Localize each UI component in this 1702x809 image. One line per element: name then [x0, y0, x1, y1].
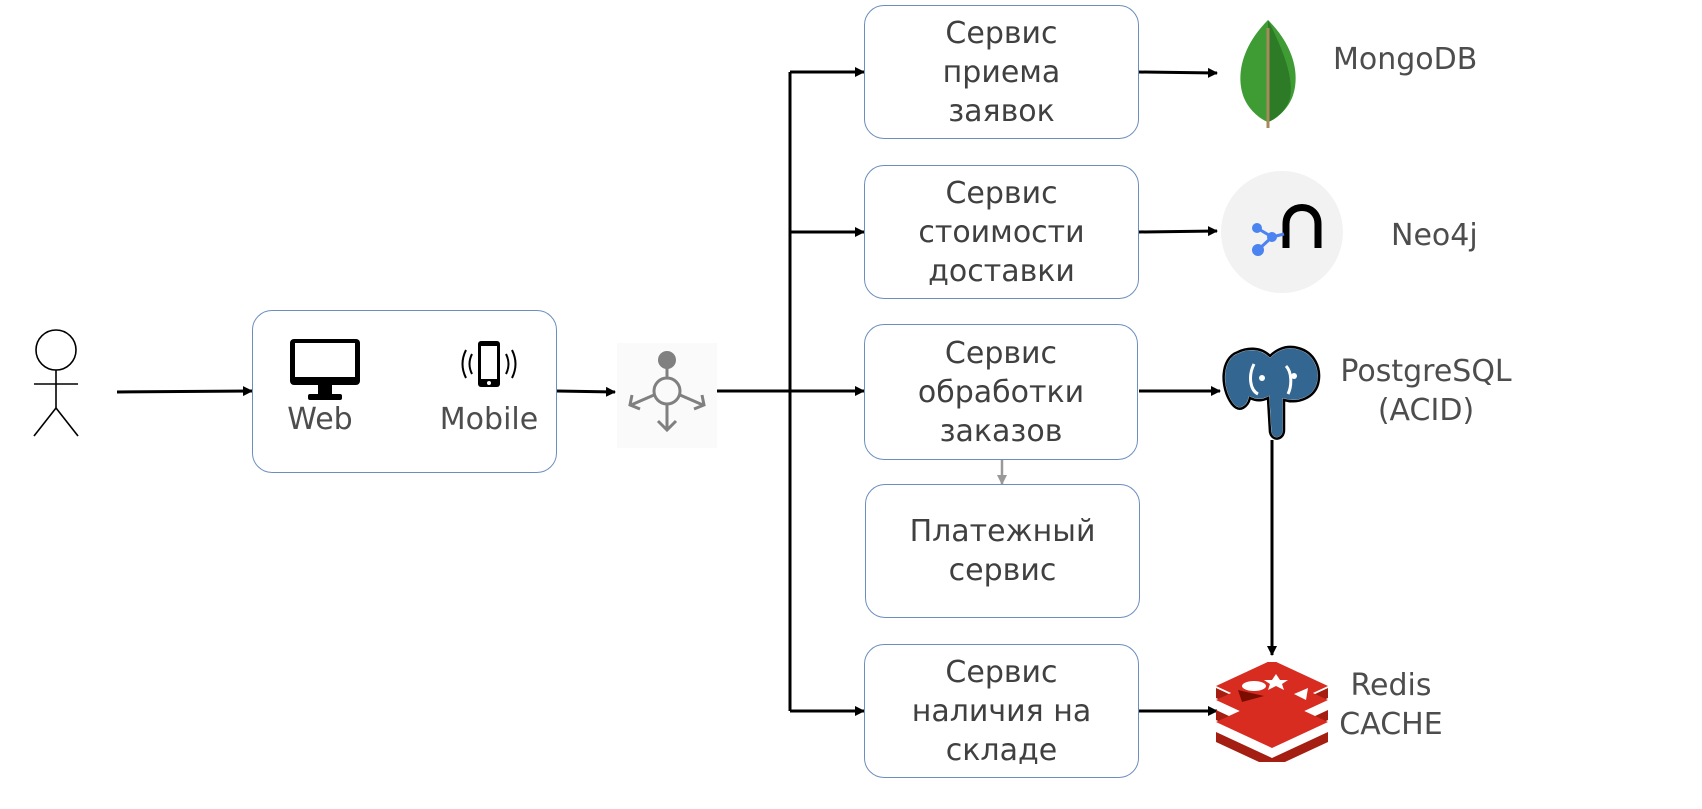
neo4j-label: Neo4j: [1391, 218, 1478, 253]
redis-label: Redis CACHE: [1339, 668, 1443, 742]
arrow-to-mongodb: [1138, 67, 1218, 78]
mongodb-label: MongoDB: [1333, 42, 1478, 77]
api-gateway-icon: [617, 343, 717, 448]
mongodb-leaf-icon: [1240, 20, 1296, 128]
redis-stack-icon: [1216, 662, 1328, 762]
monitor-icon: [290, 339, 360, 400]
actor-icon: [33, 329, 79, 437]
arrow-client-to-gateway: [556, 386, 616, 397]
postgresql-elephant-icon: [1222, 345, 1321, 440]
arrow-to-neo4j: [1138, 226, 1218, 237]
postgresql-label: PostgreSQL (ACID): [1340, 354, 1512, 428]
mobile-phone-icon: [461, 341, 517, 387]
web-label: Web: [287, 402, 353, 437]
mobile-label: Mobile: [439, 402, 539, 437]
arrow-actor-to-client: [116, 386, 253, 397]
client-apps-box: [252, 310, 557, 473]
neo4j-icon: [1221, 171, 1343, 293]
